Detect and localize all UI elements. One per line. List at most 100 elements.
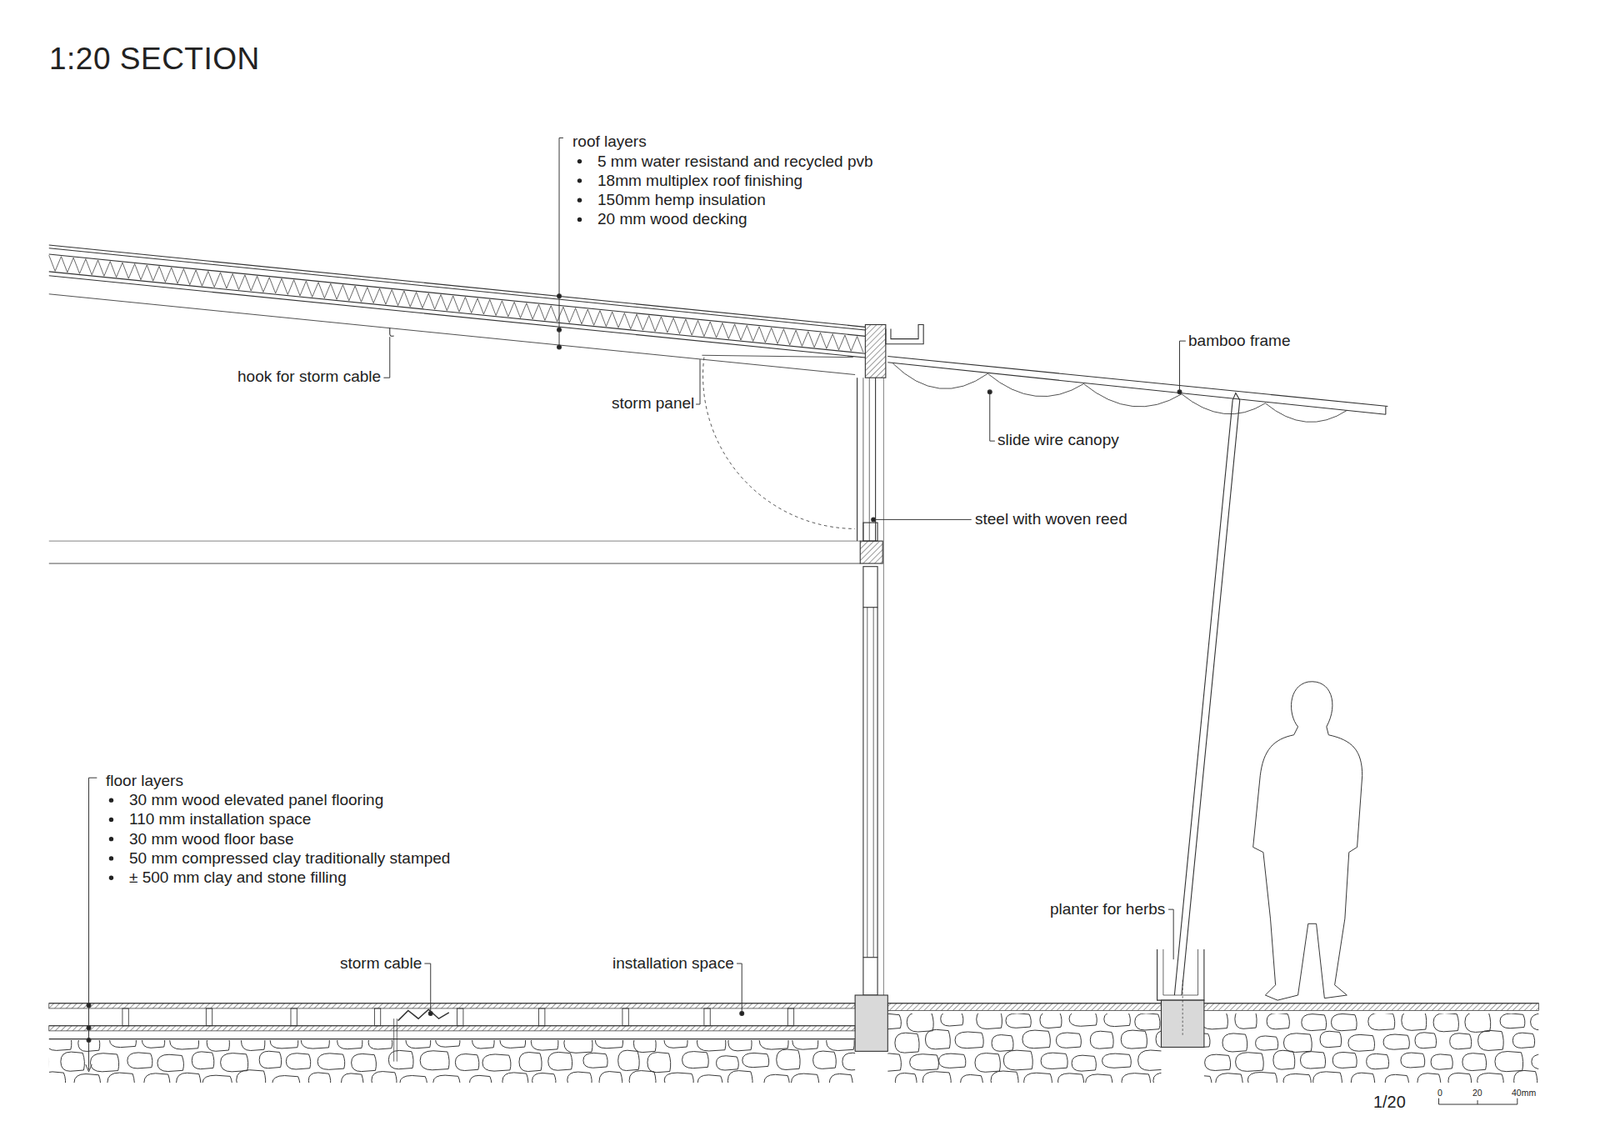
stone (1448, 1072, 1472, 1089)
part-label: bamboo frame (1187, 331, 1292, 350)
stone (530, 1032, 559, 1050)
stone (716, 1055, 740, 1070)
stone (337, 1033, 363, 1050)
stone (664, 1072, 694, 1088)
layer-item: 50 mm compressed clay traditionally stam… (128, 849, 451, 868)
stone (727, 1070, 753, 1091)
stone (1153, 1072, 1180, 1089)
stone (1186, 1075, 1212, 1092)
stone (938, 1053, 965, 1068)
stone (206, 1032, 230, 1051)
stone (272, 1075, 300, 1092)
stone (1255, 1035, 1279, 1050)
floor-joist (457, 1008, 464, 1026)
stone (195, 1015, 218, 1030)
stone (880, 1053, 902, 1071)
stone (842, 1052, 866, 1070)
stone (191, 1051, 215, 1070)
stone (1040, 1052, 1068, 1069)
stone (1300, 1051, 1325, 1069)
stone (1055, 1032, 1081, 1048)
stone (895, 1072, 917, 1090)
stone (906, 1011, 934, 1032)
insulation-zigzag (49, 255, 864, 352)
stone (176, 1072, 201, 1093)
stone (696, 1032, 725, 1051)
stone (90, 1013, 117, 1030)
stone (955, 1031, 984, 1049)
stone (633, 1033, 656, 1052)
stone (1069, 1010, 1097, 1026)
stone (1332, 1051, 1357, 1068)
stone (435, 1030, 460, 1047)
stone (940, 1011, 964, 1026)
stone (1350, 1072, 1375, 1091)
stone (351, 1053, 377, 1071)
stone (1366, 1053, 1390, 1069)
stone (775, 1014, 802, 1031)
scale-number: 20 (1471, 1087, 1484, 1098)
stone (352, 1014, 377, 1031)
stone (259, 1050, 281, 1068)
stone (1401, 1010, 1427, 1030)
drawing-title: 1:20 SECTION (49, 42, 260, 77)
stone (42, 1071, 66, 1090)
layer-item: 20 mm wood decking (596, 210, 749, 229)
stone (110, 1031, 137, 1047)
stone (1247, 1071, 1277, 1087)
stone (270, 1032, 299, 1048)
stone (1477, 1073, 1505, 1089)
stone (910, 1054, 940, 1070)
stone (1450, 1033, 1472, 1050)
stone (308, 1072, 330, 1089)
stone (60, 1051, 85, 1071)
stone (1283, 1073, 1311, 1088)
stone (57, 1013, 83, 1031)
floor-joist (374, 1008, 380, 1026)
stone (618, 1050, 640, 1070)
stone (1512, 1032, 1535, 1048)
stone (285, 1053, 310, 1070)
stone (960, 1074, 984, 1090)
layer-item: 30 mm wood elevated panel flooring (128, 790, 385, 810)
stone (240, 1030, 265, 1051)
stone (1462, 1053, 1487, 1071)
part-label: hook for storm cable (236, 367, 382, 386)
stone (127, 1052, 153, 1069)
stone (790, 1073, 819, 1092)
stone (515, 1012, 545, 1030)
stone (1235, 1052, 1265, 1072)
layer-item: 30 mm wood floor base (128, 830, 295, 849)
stone (585, 1010, 609, 1027)
stone (1368, 1012, 1395, 1030)
stone (1005, 1013, 1031, 1029)
stone (400, 1075, 428, 1090)
floor-joist (704, 1008, 710, 1026)
stone (857, 1072, 885, 1093)
stone (1104, 1011, 1131, 1027)
layer-item: 5 mm water resistand and recycled pvb (596, 152, 875, 171)
part-label: storm panel (610, 394, 695, 413)
stone (1330, 1013, 1357, 1030)
stone (1235, 1009, 1257, 1030)
stone (1205, 1054, 1231, 1070)
floor-joist (290, 1008, 297, 1026)
stone (45, 1033, 71, 1050)
floor-joist (205, 1008, 212, 1026)
stone (170, 1031, 200, 1050)
stone (90, 1053, 119, 1072)
stone (1003, 1050, 1033, 1070)
stone (599, 1071, 623, 1092)
stone (895, 1032, 920, 1053)
stone (629, 1070, 656, 1091)
stone (595, 1031, 623, 1049)
stone (471, 1030, 495, 1049)
stone (697, 1075, 723, 1090)
stone (387, 1010, 411, 1030)
stone (453, 1010, 476, 1027)
stone (74, 1074, 101, 1093)
stone (405, 1030, 431, 1049)
stone (1495, 1051, 1524, 1072)
stone (157, 1012, 185, 1028)
part-label: steel with woven reed (974, 510, 1129, 529)
